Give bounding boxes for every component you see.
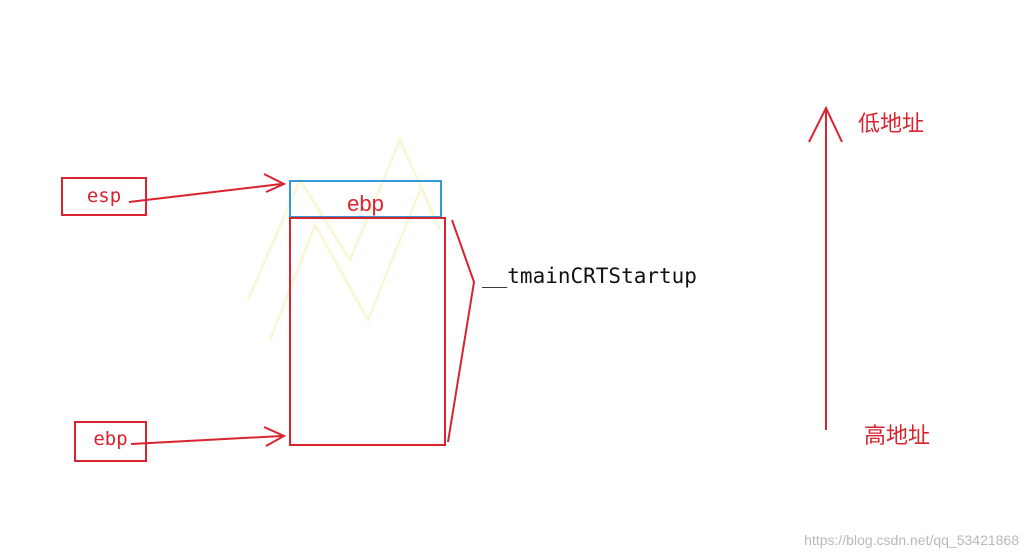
frame-bracket xyxy=(447,219,476,443)
ebp-top-label: ebp xyxy=(347,191,384,216)
low-address-label: 低地址 xyxy=(858,112,925,137)
function-label: __tmainCRTStartup xyxy=(482,264,697,288)
esp-box xyxy=(61,177,147,216)
esp-arrow-head xyxy=(263,173,287,193)
ebp-arrow-head xyxy=(263,426,287,447)
stack-frame-box xyxy=(289,217,446,446)
ebp-left-label: ebp xyxy=(93,428,128,450)
ebp-arrow xyxy=(130,435,283,445)
high-address-label: 高地址 xyxy=(864,424,931,449)
watermark-url: https://blog.csdn.net/qq_53421868 xyxy=(804,532,1019,548)
address-axis-arrow-head xyxy=(808,105,843,143)
ebp-left-box xyxy=(74,421,147,462)
esp-arrow xyxy=(128,183,282,203)
watermark-mark xyxy=(246,136,442,341)
esp-label: esp xyxy=(86,185,122,207)
